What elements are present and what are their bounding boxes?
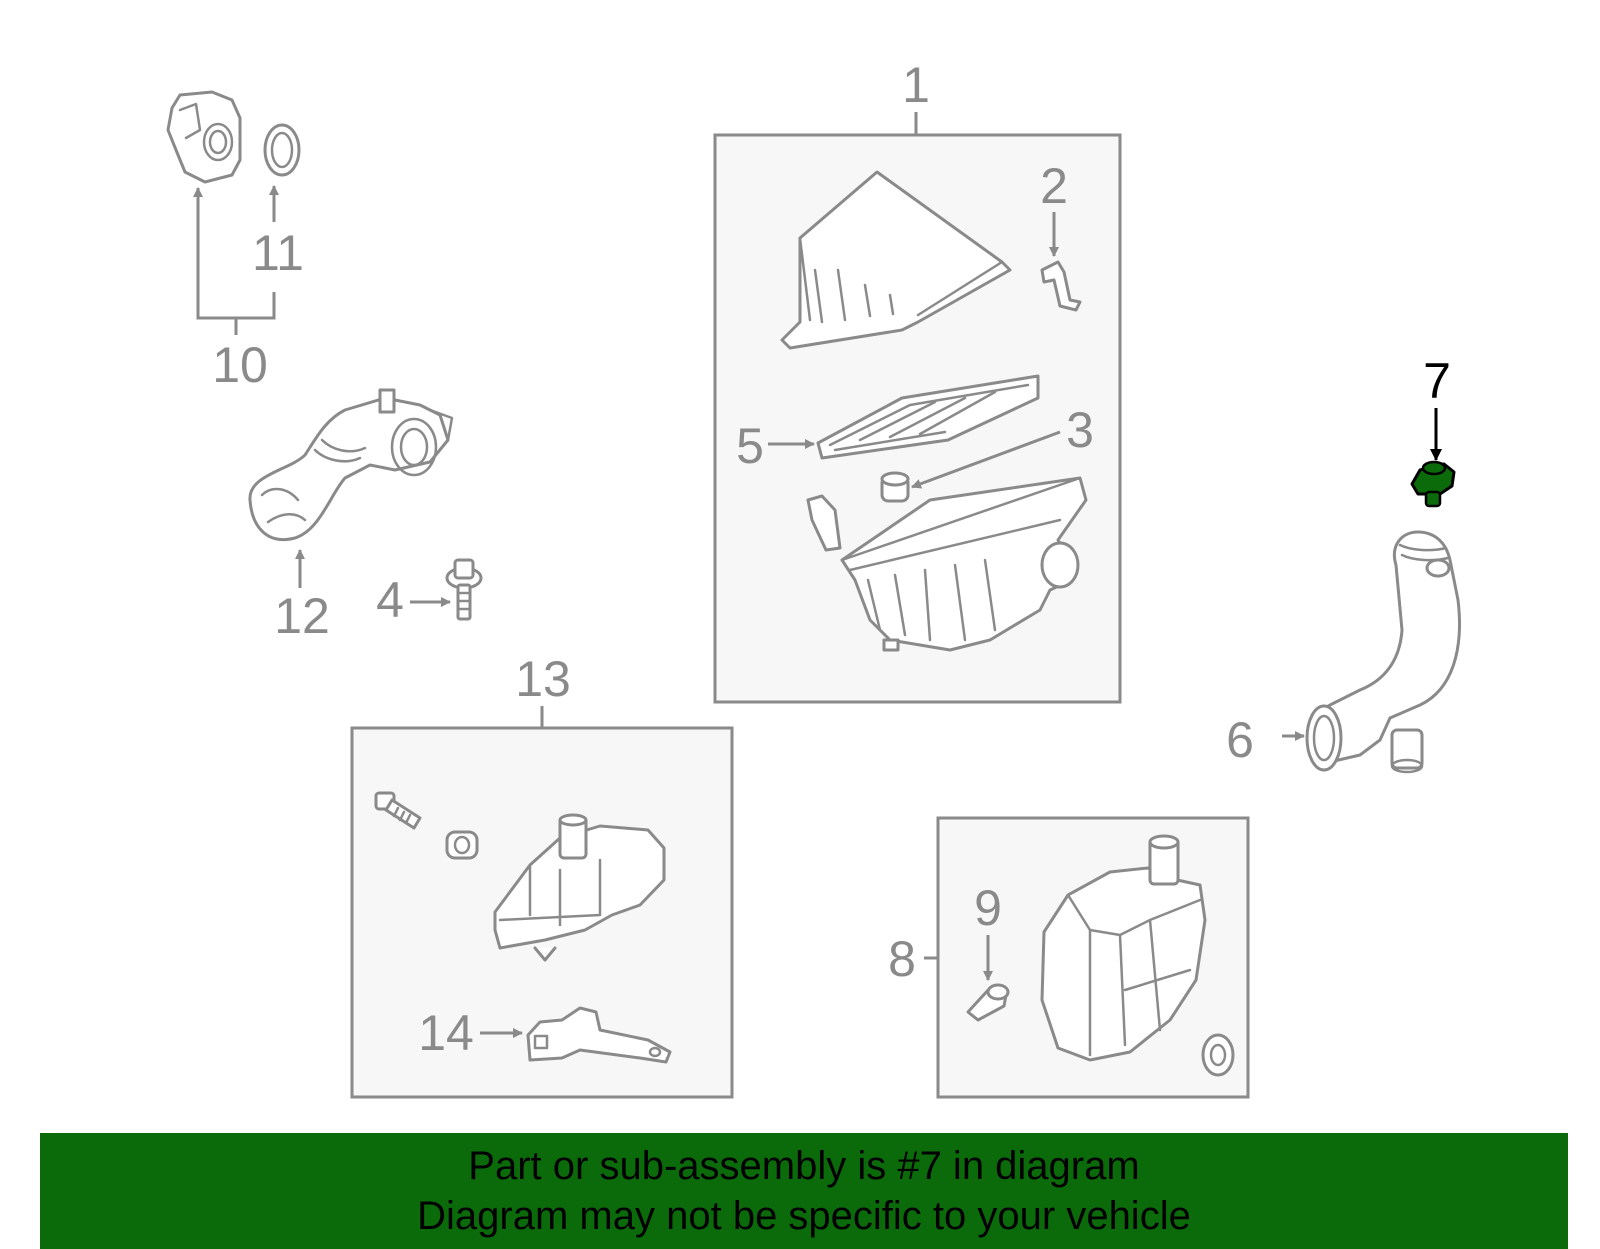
callout-8: 8 [888, 931, 916, 987]
callout-3: 3 [1066, 402, 1094, 458]
grommet-part-3[interactable] [880, 471, 910, 503]
callout-4: 4 [376, 572, 404, 628]
gasket-part-11[interactable] [263, 123, 301, 177]
callout-14: 14 [418, 1005, 474, 1061]
info-banner: Part or sub-assembly is #7 in diagram Di… [40, 1133, 1568, 1249]
bolt-part-4[interactable] [445, 558, 483, 621]
callout-9: 9 [974, 880, 1002, 936]
callout-7: 7 [1423, 353, 1451, 409]
bracket-part-14[interactable] [526, 1006, 672, 1064]
air-duct-part-6[interactable] [1305, 530, 1461, 774]
callout-11: 11 [252, 225, 304, 281]
reservoir-grommet[interactable] [1201, 1033, 1235, 1077]
plug-part-9[interactable] [966, 983, 1010, 1022]
resonator-part-13[interactable] [493, 813, 666, 962]
air-cleaner-lower-housing[interactable] [806, 476, 1088, 652]
filter-element-part-5[interactable] [816, 374, 1040, 460]
callout-6: 6 [1226, 712, 1254, 768]
callout-13: 13 [515, 651, 571, 707]
exploded-parts-diagram: 1 2 3 4 5 6 7 8 9 10 11 12 13 14 [166, 57, 1461, 1099]
banner-line-1: Part or sub-assembly is #7 in diagram [468, 1144, 1140, 1188]
callout-10: 10 [212, 337, 268, 393]
callout-2: 2 [1040, 158, 1068, 214]
callout-12: 12 [274, 588, 330, 644]
clamp-part-2[interactable] [1040, 260, 1082, 312]
banner-line-2: Diagram may not be specific to your vehi… [417, 1194, 1191, 1238]
resonator-grommet[interactable] [445, 830, 479, 860]
resonator-bolt[interactable] [374, 791, 422, 830]
throttle-body-part-10[interactable] [166, 90, 242, 184]
intake-hose-part-12[interactable] [248, 388, 454, 541]
callout-5: 5 [736, 418, 764, 474]
callout-1: 1 [902, 57, 930, 113]
reservoir-part-8[interactable] [1040, 834, 1207, 1062]
highlighted-part-7[interactable] [1410, 460, 1456, 508]
air-cleaner-upper-housing[interactable] [780, 170, 1012, 350]
